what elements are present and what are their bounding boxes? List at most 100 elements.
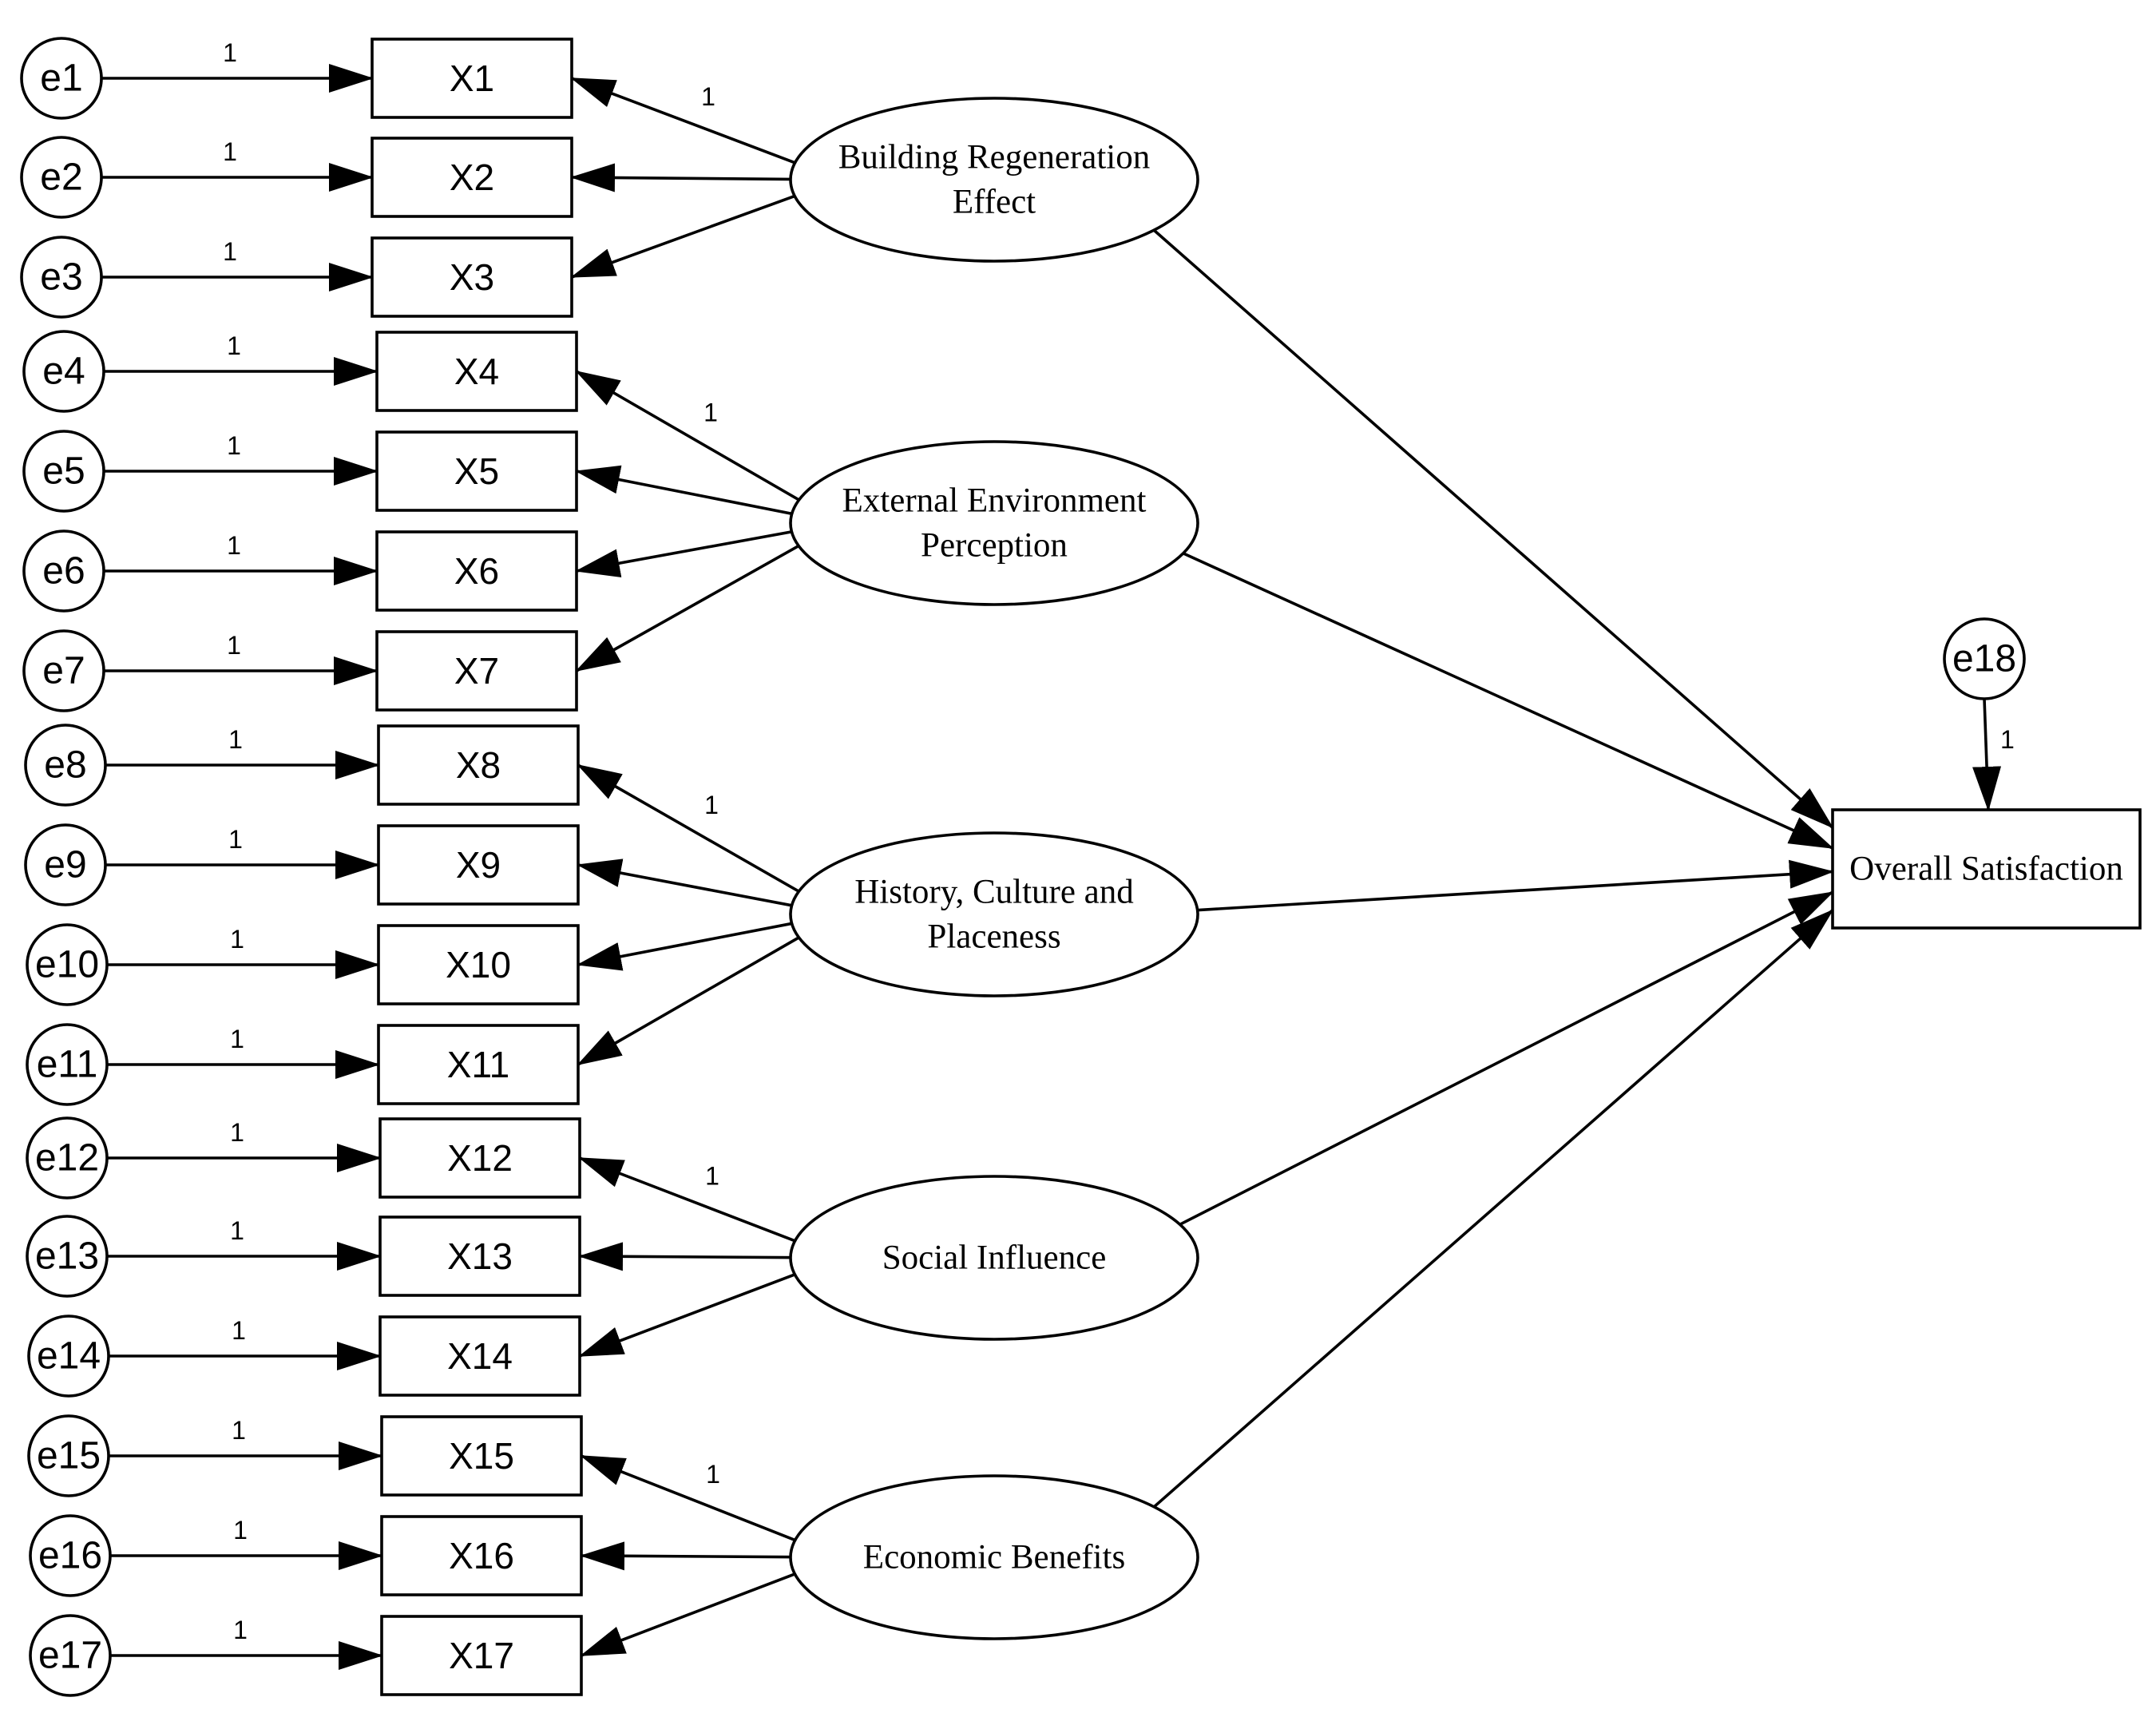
loading-path-x12: [578, 1156, 814, 1250]
loading-weight-label: 1: [706, 1460, 720, 1489]
error-circle: [29, 1614, 112, 1697]
indicator-label: X7: [454, 650, 499, 692]
error-node-e18: e18: [1943, 617, 2026, 700]
structural-path-3: [1193, 859, 1834, 912]
error-label: e18: [1952, 638, 2016, 680]
error-circle: [29, 1514, 112, 1597]
latent-factor-5: Economic Benefits: [789, 1474, 1199, 1640]
indicator-box: [377, 724, 580, 806]
error-weight-label: 1: [230, 1025, 244, 1053]
indicator-box: [375, 430, 578, 512]
error-weight-label: 1: [228, 825, 243, 854]
latent-ellipse: [789, 1474, 1199, 1640]
indicator-label: X9: [456, 844, 501, 886]
error-circle: [20, 136, 103, 219]
indicator-x17: X17: [380, 1615, 583, 1696]
error-node-e9: e9: [24, 823, 107, 906]
error-node-e2: e2: [20, 136, 103, 219]
outcome-box: [1831, 808, 2142, 930]
indicator-label: X1: [450, 58, 494, 99]
outcome-error-weight: 1: [2000, 725, 2015, 754]
error-label: e11: [37, 1044, 98, 1086]
loading-weight-label: 1: [705, 1161, 719, 1190]
error-label: e9: [44, 844, 86, 886]
error-weight-label: 1: [232, 1416, 246, 1445]
loading-path-x16: [580, 1541, 814, 1571]
error-circle: [22, 529, 105, 613]
paths-layer: [101, 64, 2002, 1670]
indicator-box: [375, 530, 578, 612]
error-circle: [22, 330, 105, 413]
outcome-node: Overall Satisfaction: [1831, 808, 2142, 930]
error-node-e6: e6: [22, 529, 105, 613]
error-circle: [20, 37, 103, 120]
loading-path-x15: [580, 1454, 814, 1549]
indicator-x12: X12: [378, 1117, 581, 1199]
error-label: e3: [40, 256, 82, 299]
indicator-box: [371, 137, 573, 218]
error-circle: [24, 823, 107, 906]
error-circle: [27, 1315, 110, 1398]
indicator-label: X17: [449, 1635, 514, 1676]
latent-factor-4: Social Influence: [789, 1175, 1199, 1341]
error-weight-label: 1: [223, 237, 237, 266]
indicator-x7: X7: [375, 630, 578, 712]
latent-ellipse: [789, 831, 1199, 997]
latent-label-line: Perception: [921, 527, 1068, 565]
error-node-e1: e1: [20, 37, 103, 120]
error-node-e7: e7: [22, 629, 105, 712]
error-node-e17: e17: [29, 1614, 112, 1697]
indicator-box: [377, 1024, 580, 1105]
loading-path-x17: [580, 1565, 814, 1657]
error-circle: [26, 1215, 109, 1298]
loading-path-x10: [577, 918, 814, 971]
indicator-box: [378, 1215, 581, 1297]
indicator-label: X12: [447, 1137, 513, 1179]
error-weight-label: 1: [227, 631, 241, 660]
error-node-e16: e16: [29, 1514, 112, 1597]
indicator-label: X10: [446, 944, 511, 985]
error-label: e10: [35, 944, 99, 986]
loading-path-x11: [577, 928, 814, 1066]
structural-path-2: [1179, 550, 1834, 850]
error-circle: [26, 1023, 109, 1106]
error-weight-label: 1: [227, 431, 241, 460]
error-weight-label: 1: [227, 531, 241, 560]
indicator-x10: X10: [377, 924, 580, 1005]
error-node-e10: e10: [26, 923, 109, 1006]
latent-label-line: Social Influence: [882, 1239, 1107, 1277]
error-label: e14: [37, 1335, 101, 1378]
indicator-box: [380, 1615, 583, 1696]
latent-label-line: Economic Benefits: [863, 1539, 1125, 1576]
structural-path-1: [1151, 227, 1834, 829]
indicator-x13: X13: [378, 1215, 581, 1297]
error-circle: [24, 724, 107, 807]
loading-path-x8: [577, 763, 814, 901]
error-circle: [27, 1414, 110, 1497]
latent-label-line: Building Regeneration: [838, 139, 1151, 176]
loading-path-x9: [577, 859, 814, 911]
loading-path-x3: [570, 188, 814, 279]
latent-label-line: Effect: [953, 184, 1036, 221]
indicator-x9: X9: [377, 824, 580, 906]
loading-path-x7: [575, 536, 814, 672]
indicator-label: X14: [447, 1335, 513, 1377]
error-node-e4: e4: [22, 330, 105, 413]
error-weight-label: 1: [233, 1516, 248, 1545]
latent-label-line: Placeness: [927, 918, 1060, 956]
error-label: e7: [42, 650, 85, 692]
indicator-box: [375, 331, 578, 412]
loading-path-x13: [578, 1242, 814, 1271]
indicator-label: X3: [450, 256, 494, 298]
error-weight-label: 1: [230, 925, 244, 954]
error-label: e13: [35, 1235, 99, 1278]
error-weight-label: 1: [227, 331, 241, 360]
loading-path-x1: [570, 77, 814, 171]
indicator-box: [378, 1315, 581, 1397]
